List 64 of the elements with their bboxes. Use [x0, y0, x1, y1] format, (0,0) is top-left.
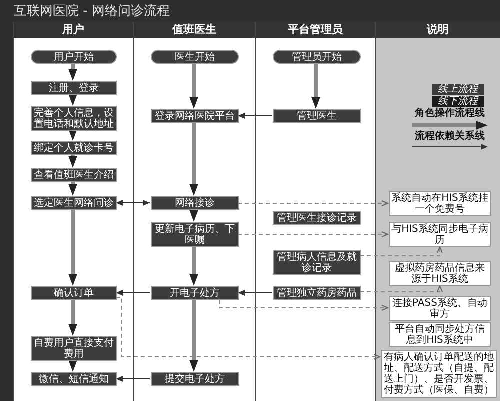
thick-arrow [190, 247, 198, 286]
arrow [116, 290, 150, 296]
dashed-arrow [360, 246, 443, 256]
dashed-arrow [360, 286, 443, 292]
thick-arrow [68, 182, 78, 196]
process-box: 选定医生网络问诊 [31, 196, 117, 210]
legend-label: 角色操作流程线 [414, 108, 486, 120]
process-box: 网络接诊 [151, 196, 239, 210]
dashed-arrow [116, 298, 380, 360]
arrow [116, 200, 150, 206]
process-box: 管理医生 [273, 109, 361, 123]
process-box: 自费用户直接支付费用 [31, 336, 117, 361]
dashed-arrow [238, 200, 388, 206]
thick-arrow [68, 210, 78, 286]
thick-arrow [68, 300, 78, 336]
thick-arrow [68, 155, 78, 168]
swimlane [133, 22, 255, 401]
swimlane [255, 22, 375, 401]
diagram-title: 互联网医院 - 网络问诊流程 [14, 3, 170, 20]
start-terminal: 管理员开始 [273, 50, 361, 64]
thick-arrow [68, 129, 78, 141]
legend-key: 线上流程 [432, 84, 484, 95]
note-box: 平台自动同步处方信息到HIS系统中 [389, 322, 491, 347]
note-box: 有病人确认订单配送的地址、配送方式（自提、配送上门）、是否开发票、付费方式（医保、自费） [381, 350, 497, 398]
thick-arrow [68, 94, 78, 106]
arrow [116, 376, 150, 382]
thick-arrow [190, 123, 198, 196]
lane-header: 用户 [14, 22, 133, 38]
lane-header: 值班医生 [134, 22, 255, 38]
thick-arrow [190, 64, 198, 109]
swimlane [13, 22, 133, 401]
swimlane [375, 22, 500, 401]
thick-arrow [68, 64, 78, 81]
process-box: 查看值班医生介绍 [31, 168, 117, 182]
thick-arrow [68, 360, 78, 372]
thick-arrow [190, 300, 198, 372]
start-terminal: 医生开始 [151, 50, 239, 64]
process-box: 登录网络医院平台 [151, 109, 239, 123]
legend-key: 线下流程 [432, 96, 484, 107]
process-box: 注册、登录 [31, 81, 117, 95]
process-box: 确认订单 [31, 286, 117, 300]
dashed-arrow [220, 300, 388, 311]
note-box: 虚拟药房药品信息来源于HIS系统 [389, 261, 491, 286]
note-box: 连接PASS系统、自动审方 [389, 296, 491, 321]
process-box: 管理病人信息及就诊记录 [273, 250, 361, 275]
process-box: 管理医生接诊记录 [273, 211, 361, 225]
process-box: 管理独立药房药品 [273, 286, 361, 300]
process-box: 完善个人信息，设置电话和默认地址 [31, 106, 117, 131]
thick-arrow [312, 64, 320, 109]
thick-arrow [190, 210, 198, 222]
legend-label: 流程依赖关系线 [414, 131, 486, 143]
lane-header: 说明 [376, 22, 500, 38]
process-box: 更新电子病历、下医嘱 [151, 222, 239, 247]
process-box: 提交电子处方 [151, 372, 239, 386]
note-box: 与HIS系统同步电子病历 [389, 222, 491, 247]
start-terminal: 用户开始 [31, 50, 117, 64]
arrow [238, 290, 272, 296]
process-box: 绑定个人就诊卡号 [31, 141, 117, 155]
note-box: 系统自动在HIS系统挂一个免费号 [389, 191, 491, 216]
arrow [238, 113, 272, 119]
lane-header: 平台管理员 [256, 22, 375, 38]
dashed-arrow [238, 232, 388, 238]
process-box: 微信、短信通知 [31, 372, 117, 386]
process-box: 开电子处方 [151, 286, 239, 300]
